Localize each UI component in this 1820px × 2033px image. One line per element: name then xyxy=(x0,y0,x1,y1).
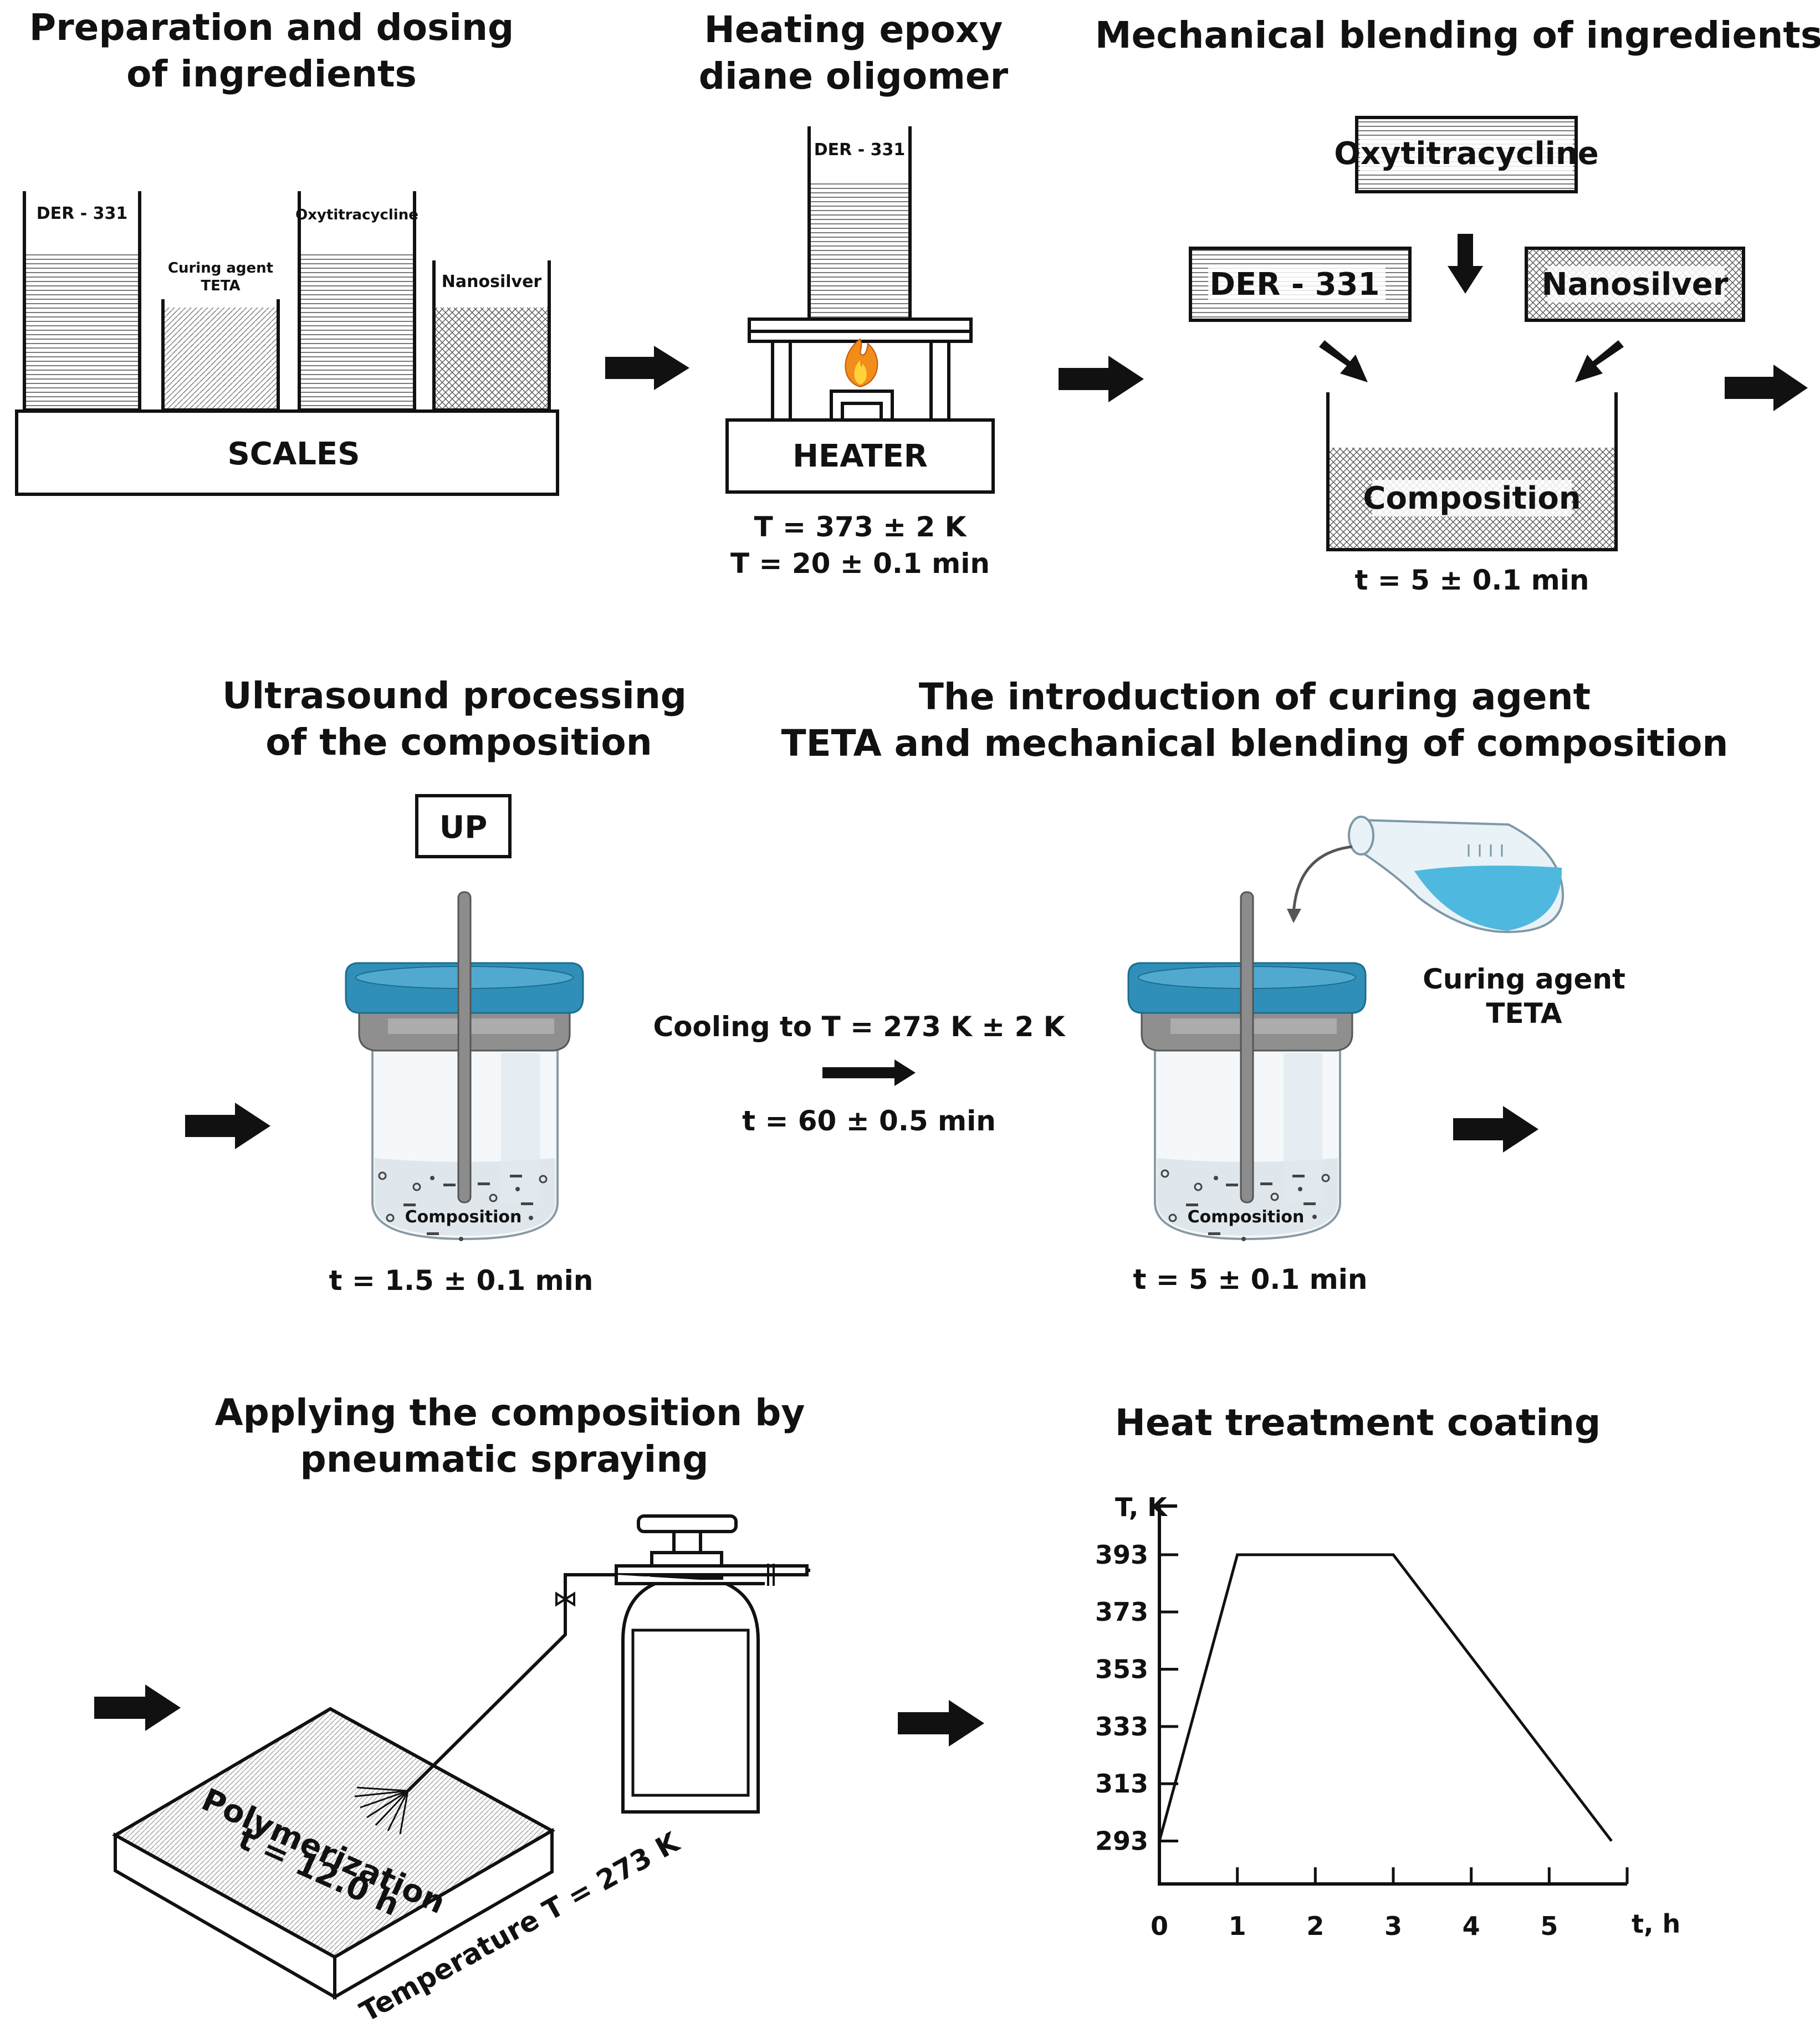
container-label-der331: DER - 331 xyxy=(37,204,127,223)
spray-nozzle xyxy=(354,1786,409,1835)
arrow-right-icon xyxy=(1453,1106,1538,1153)
container-label-oxytitracycline: Oxytitracycline xyxy=(295,207,418,223)
chart-axes xyxy=(1158,1504,1627,1886)
x-tick-label: 0 xyxy=(1151,1911,1168,1941)
x-axis-label: t, h xyxy=(1632,1909,1680,1939)
arrow-right-icon xyxy=(898,1700,984,1747)
step-preparation: Preparation and dosing of ingredients DE… xyxy=(15,6,559,496)
x-tick-label: 5 xyxy=(1540,1911,1558,1941)
x-tick-label: 3 xyxy=(1384,1911,1402,1941)
container-label-curing-agent: Curing agent xyxy=(168,260,273,276)
y-tick-label: 353 xyxy=(1095,1655,1148,1684)
heating-title-line1: Heating epoxy xyxy=(704,8,1003,51)
blending-time: t = 5 ± 0.1 min xyxy=(1355,564,1589,596)
temperature-profile-line xyxy=(1158,1553,1613,1842)
arrow-right-icon xyxy=(1725,365,1808,411)
flask-icon xyxy=(1287,816,1565,934)
container-label-nanosilver: Nanosilver xyxy=(442,272,542,291)
step-curing: The introduction of curing agent TETA an… xyxy=(781,675,1729,1295)
spray-hose xyxy=(406,1573,623,1793)
x-tick-label: 4 xyxy=(1463,1911,1480,1941)
box-der331-label: DER - 331 xyxy=(1210,267,1380,303)
step-heating: Heating epoxy diane oligomer DER - 331 H… xyxy=(699,8,1009,580)
step-spraying: Applying the composition by pneumatic sp… xyxy=(111,1391,810,2028)
ingredient-containers xyxy=(23,191,551,412)
container-label-teta: TETA xyxy=(201,278,240,294)
curing-jar xyxy=(1127,891,1367,1241)
ultrasound-time: t = 1.5 ± 0.1 min xyxy=(329,1264,594,1297)
arrow-right-icon xyxy=(94,1684,181,1731)
up-device-label: UP xyxy=(439,810,488,846)
y-axis-label: T, K xyxy=(1115,1492,1168,1522)
arrow-right-icon xyxy=(822,1059,916,1086)
curing-agent-label-line2: TETA xyxy=(1486,997,1562,1030)
heating-param-time: T = 20 ± 0.1 min xyxy=(730,547,990,580)
arrow-diagonal-icon xyxy=(1319,340,1368,382)
prep-title-line1: Preparation and dosing xyxy=(29,6,514,49)
ultrasound-title-line2: of the composition xyxy=(265,721,652,764)
spray-tank xyxy=(615,1514,810,1814)
valve-icon xyxy=(555,1588,575,1610)
ultrasound-title-line1: Ultrasound processing xyxy=(222,674,687,717)
heater-box xyxy=(725,418,995,494)
step-heat-treatment: Heat treatment coating 293 313 333 353 373 39… xyxy=(1095,1401,1680,1941)
heat-treatment-chart: 293 313 333 353 373 393 0 1 2 3 4 5 T, K t, h xyxy=(1095,1492,1680,1941)
step-ultrasound: Ultrasound processing of the composition… xyxy=(222,674,687,1297)
cooling-label: Cooling to T = 273 K ± 2 K xyxy=(653,1011,1066,1043)
arrow-down-icon xyxy=(1448,234,1483,294)
heating-vessel-label: DER - 331 xyxy=(814,140,905,160)
heating-param-temperature: T = 373 ± 2 K xyxy=(754,511,968,543)
spraying-title-line2: pneumatic spraying xyxy=(300,1438,708,1481)
curing-jar-label: Composition xyxy=(1188,1207,1305,1227)
y-tick-label: 313 xyxy=(1095,1769,1148,1799)
box-nanosilver-label: Nanosilver xyxy=(1542,267,1729,303)
scales-label: SCALES xyxy=(227,436,360,472)
y-tick-label: 373 xyxy=(1095,1597,1148,1627)
curing-title-line1: The introduction of curing agent xyxy=(919,675,1591,718)
arrow-diagonal-icon xyxy=(1575,340,1624,382)
composition-tank xyxy=(1326,392,1618,551)
y-tick-label: 333 xyxy=(1095,1712,1148,1742)
curing-agent-label-line1: Curing agent xyxy=(1423,963,1625,995)
prep-title-line2: of ingredients xyxy=(126,53,417,95)
step-blending: Mechanical blending of ingredients Oxyti… xyxy=(1095,14,1820,596)
arrow-right-icon xyxy=(605,346,689,390)
x-tick-label: 2 xyxy=(1306,1911,1324,1941)
heating-vessel-liquid xyxy=(809,183,910,319)
scales-platform xyxy=(15,409,559,496)
coating-plate xyxy=(111,1707,556,2000)
curing-title-line2: TETA and mechanical blending of composit… xyxy=(781,722,1729,765)
spraying-title-line1: Applying the composition by xyxy=(215,1391,805,1434)
arrow-right-icon xyxy=(185,1103,270,1149)
flame-icon xyxy=(845,338,878,388)
arrow-right-icon xyxy=(1059,356,1144,402)
heat-treatment-title: Heat treatment coating xyxy=(1115,1401,1601,1444)
cooling-time: t = 60 ± 0.5 min xyxy=(742,1105,996,1137)
ultrasound-jar xyxy=(345,891,584,1241)
x-tick-label: 1 xyxy=(1229,1911,1246,1941)
curing-time: t = 5 ± 0.1 min xyxy=(1133,1263,1368,1295)
blending-title: Mechanical blending of ingredients xyxy=(1095,14,1820,57)
step-cooling: Cooling to T = 273 K ± 2 K t = 60 ± 0.5 … xyxy=(653,1011,1066,1137)
up-device-box xyxy=(415,794,512,858)
heater-label: HEATER xyxy=(793,438,928,474)
box-oxytitracycline-label: Oxytitracycline xyxy=(1334,136,1599,172)
ultrasound-jar-label: Composition xyxy=(405,1207,522,1227)
heating-title-line2: diane oligomer xyxy=(699,55,1009,98)
y-tick-label: 293 xyxy=(1095,1826,1148,1856)
y-tick-label: 393 xyxy=(1095,1540,1148,1570)
composition-tank-label: Composition xyxy=(1363,480,1581,516)
